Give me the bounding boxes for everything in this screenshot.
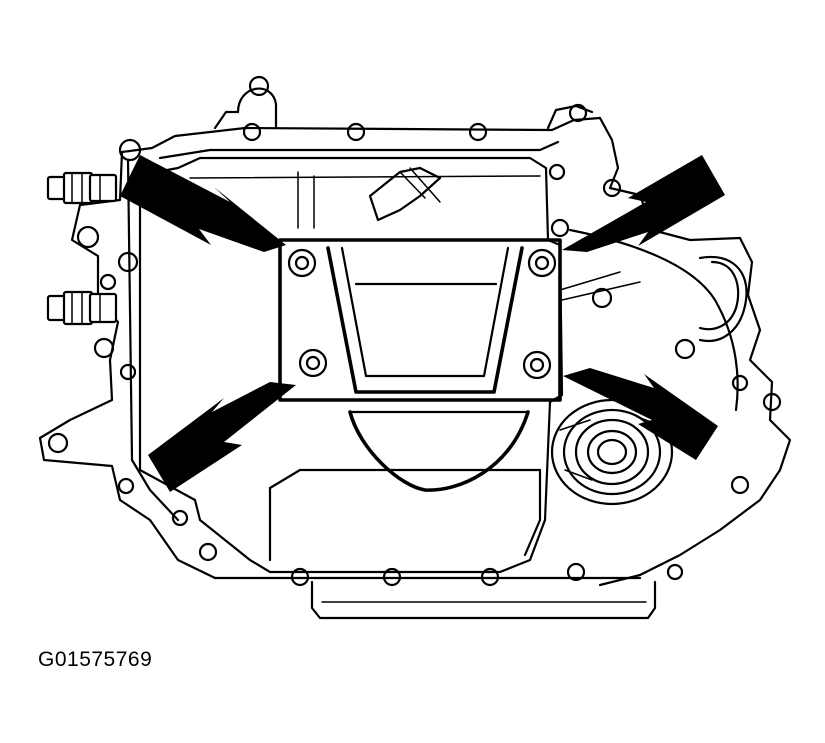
transaxle-left-side bbox=[38, 138, 217, 580]
transaxle-top-flange bbox=[150, 75, 620, 190]
speed-sensor-lower bbox=[46, 290, 118, 326]
bracket-bolt-upper-left bbox=[287, 248, 317, 278]
figure-id-label: G01575769 bbox=[38, 648, 153, 671]
bracket-bolt-upper-right bbox=[527, 248, 557, 278]
oil-pan bbox=[138, 156, 564, 574]
bracket-bolt-lower-left bbox=[298, 348, 328, 378]
speed-sensor-upper bbox=[46, 171, 118, 205]
lower-rail bbox=[213, 576, 657, 620]
bolts-flange bbox=[117, 122, 684, 587]
callout-arrow-lower-right bbox=[563, 368, 718, 460]
mount-bracket bbox=[278, 238, 562, 492]
callout-arrow-upper-left bbox=[120, 155, 286, 252]
bracket-bolt-lower-right bbox=[522, 350, 552, 380]
callout-arrow-lower-left bbox=[148, 382, 296, 492]
callout-arrow-upper-right bbox=[562, 155, 725, 252]
transaxle-right-side bbox=[548, 163, 792, 587]
